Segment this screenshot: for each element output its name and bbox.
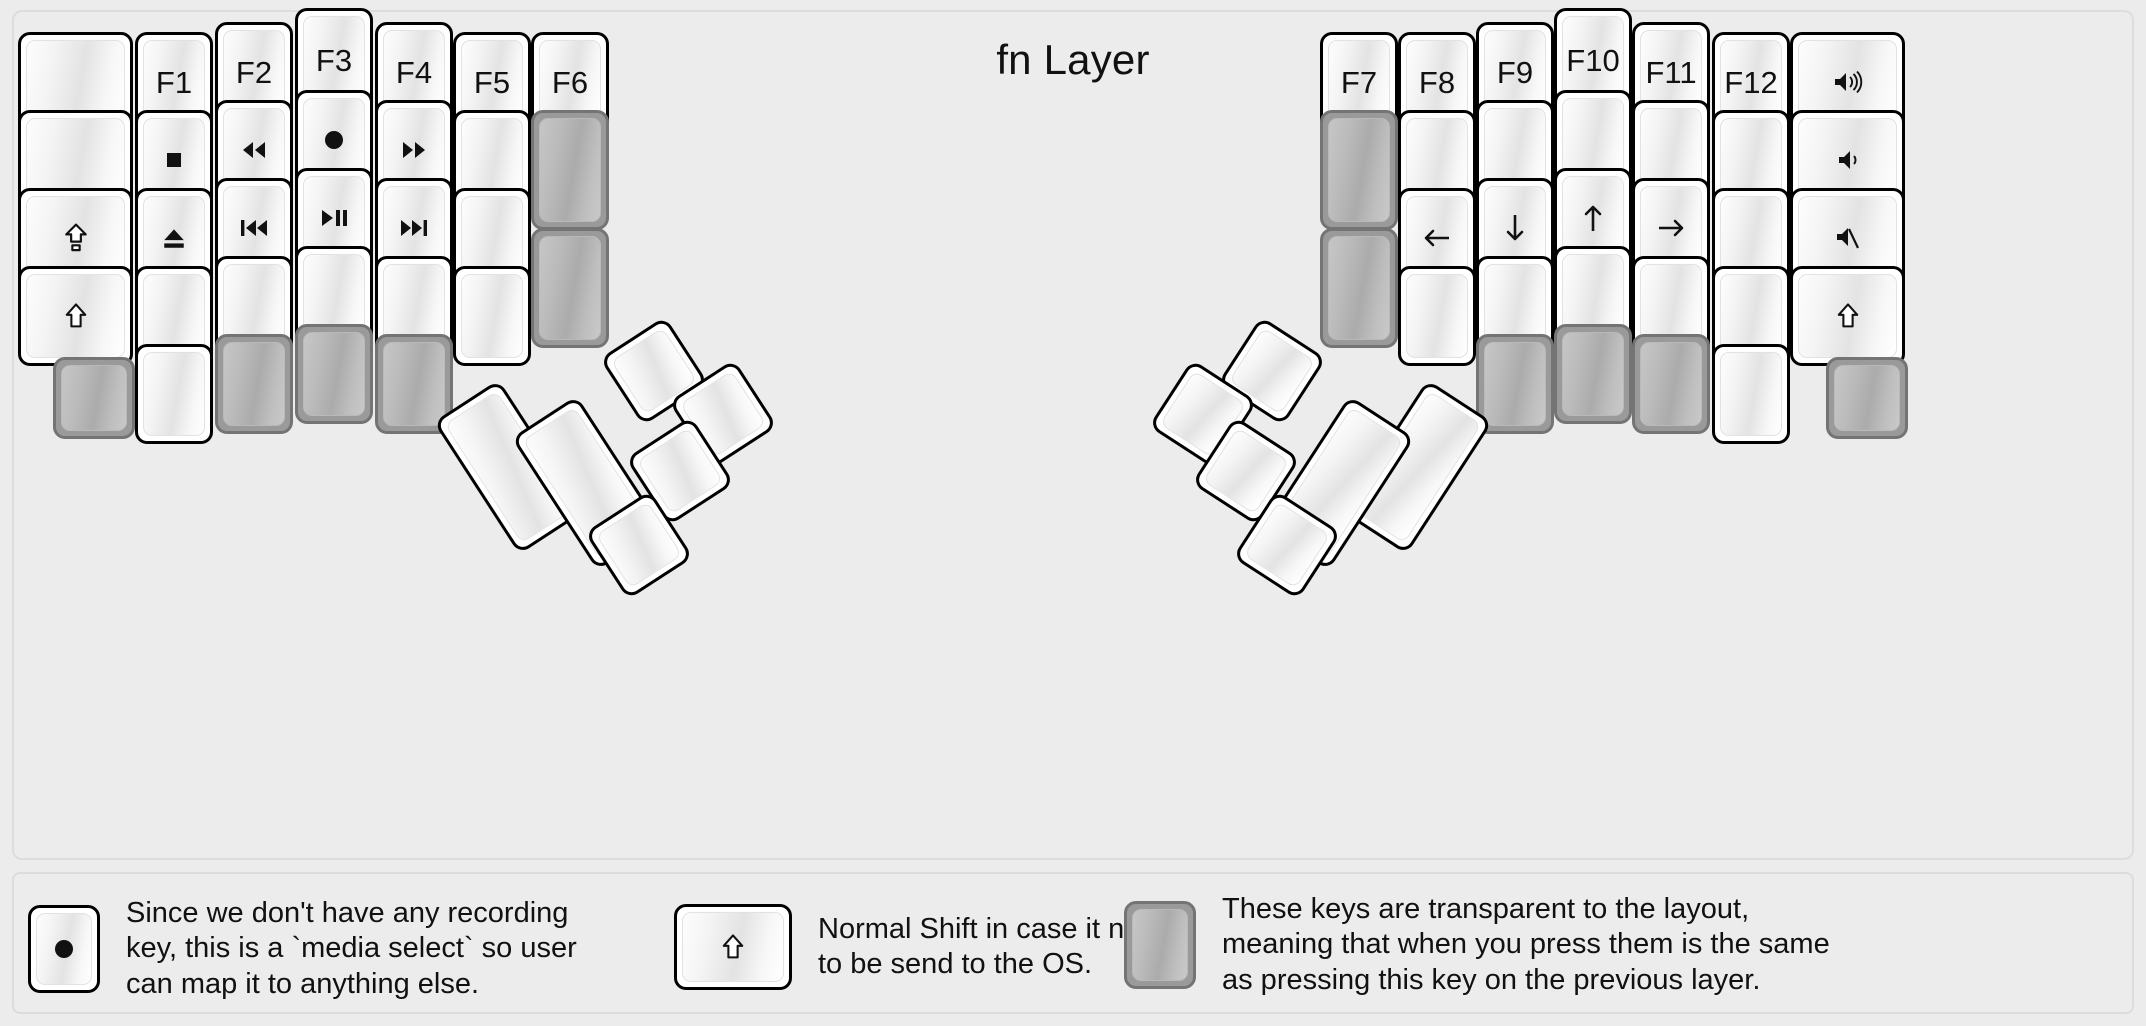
key-label: F1 (155, 64, 193, 100)
keycap (461, 274, 523, 358)
keycap (26, 274, 125, 358)
key-label: F7 (1340, 64, 1378, 100)
keycap (682, 912, 784, 982)
keycap (539, 236, 601, 340)
keycap (1406, 274, 1468, 358)
media-eject-icon (161, 225, 187, 251)
keycap: F3 (303, 16, 365, 104)
keycap (1328, 236, 1390, 340)
keycap: F10 (1562, 16, 1624, 104)
key-label: F10 (1566, 42, 1620, 78)
arrow-up-icon (1580, 201, 1606, 235)
key-right-c2-r4-transparent[interactable] (1476, 334, 1554, 434)
shift-arrow-icon (719, 932, 747, 962)
legend-item-normal-shift: Normal Shift in case it needs to be send… (674, 904, 1187, 990)
keycap (1328, 118, 1390, 222)
key-left-c6-r2-transparent-tall[interactable] (531, 228, 609, 348)
shift-arrow-icon (62, 301, 90, 331)
page-title: fn Layer (996, 36, 1150, 83)
key-left-c1-r4[interactable] (135, 344, 213, 444)
key-label: F8 (1418, 64, 1456, 100)
arrow-right-icon (1654, 215, 1688, 241)
legend-key-shift (674, 904, 792, 990)
keycap (1484, 342, 1546, 426)
key-left-c6-r1-transparent-tall[interactable] (531, 110, 609, 230)
media-fast-forward-icon (399, 139, 429, 161)
arrow-down-icon (1502, 211, 1528, 245)
key-right-c3-r4-transparent[interactable] (1554, 324, 1632, 424)
key-label: F5 (473, 64, 511, 100)
keycap (539, 118, 601, 222)
key-label: F11 (1645, 54, 1697, 90)
key-left-c3-r4-transparent[interactable] (295, 324, 373, 424)
key-right-c0-r1-transparent-tall[interactable] (1320, 110, 1398, 230)
key-label: F3 (315, 42, 353, 78)
keycap (36, 913, 92, 986)
key-label: F2 (235, 54, 273, 90)
key-right-c3-r0-f10[interactable]: F10 (1554, 8, 1632, 112)
keycap (223, 342, 285, 426)
media-play-pause-icon (318, 207, 350, 229)
key-label: F4 (395, 54, 433, 90)
keycap (1798, 274, 1897, 358)
legend-bar: Since we don't have any recording key, t… (12, 872, 2134, 1014)
key-right-c6-r4-transparent[interactable] (1826, 357, 1908, 439)
keycap (1562, 332, 1624, 416)
media-stop-icon (162, 148, 186, 172)
keycap (1132, 909, 1188, 982)
key-label: F9 (1496, 54, 1534, 90)
key-left-c4-r4-transparent[interactable] (375, 334, 453, 434)
volume-up-icon (1831, 69, 1865, 95)
media-rewind-icon (239, 139, 269, 161)
keycap (61, 365, 127, 431)
legend-text: Since we don't have any recording key, t… (126, 897, 577, 1000)
legend-item-media-select: Since we don't have any recording key, t… (28, 896, 577, 1002)
shift-arrow-icon (1834, 301, 1862, 331)
keycap (1834, 365, 1900, 431)
legend-text: These keys are transparent to the layout… (1222, 893, 1830, 996)
key-right-c0-r2-transparent-tall[interactable] (1320, 228, 1398, 348)
key-left-c0-r4-transparent[interactable] (53, 357, 135, 439)
keycap (383, 342, 445, 426)
key-left-c2-r4-transparent[interactable] (215, 334, 293, 434)
keycap (1720, 352, 1782, 436)
keyboard-plate-outline (12, 10, 2134, 860)
keycap (1640, 342, 1702, 426)
key-right-c4-r4-transparent[interactable] (1632, 334, 1710, 434)
media-previous-icon (238, 217, 270, 239)
legend-item-transparent-keys: These keys are transparent to the layout… (1124, 892, 1830, 998)
keycap (303, 332, 365, 416)
media-record-icon (51, 936, 77, 962)
media-record-icon (321, 127, 347, 153)
media-next-icon (398, 217, 430, 239)
key-left-c5-r3[interactable] (453, 266, 531, 366)
volume-down-icon (1835, 147, 1861, 173)
key-left-c0-r3-shift[interactable] (18, 266, 133, 366)
legend-key-media-record (28, 905, 100, 994)
volume-mute-icon (1833, 224, 1863, 252)
key-label: F6 (551, 64, 589, 100)
legend-key-transparent (1124, 901, 1196, 990)
key-right-c6-r3-shift[interactable] (1790, 266, 1905, 366)
key-label: F12 (1724, 64, 1778, 100)
key-right-c1-r3[interactable] (1398, 266, 1476, 366)
key-right-c5-r4[interactable] (1712, 344, 1790, 444)
keycap (143, 352, 205, 436)
arrow-left-icon (1420, 225, 1454, 251)
caps-lock-arrow-icon (61, 221, 91, 255)
